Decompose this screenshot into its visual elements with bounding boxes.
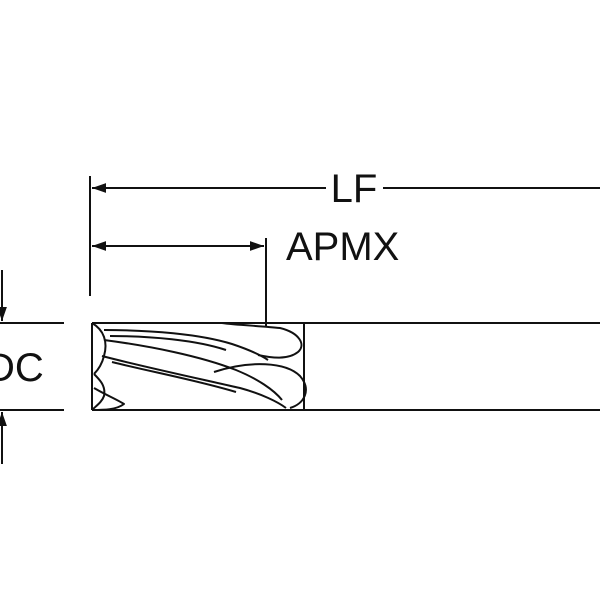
lf-label: LF [331, 167, 378, 211]
apmx-label: APMX [286, 225, 399, 269]
helical-flutes [91, 322, 307, 411]
dc-label: DC [0, 346, 44, 390]
end-mill-body [91, 322, 600, 411]
